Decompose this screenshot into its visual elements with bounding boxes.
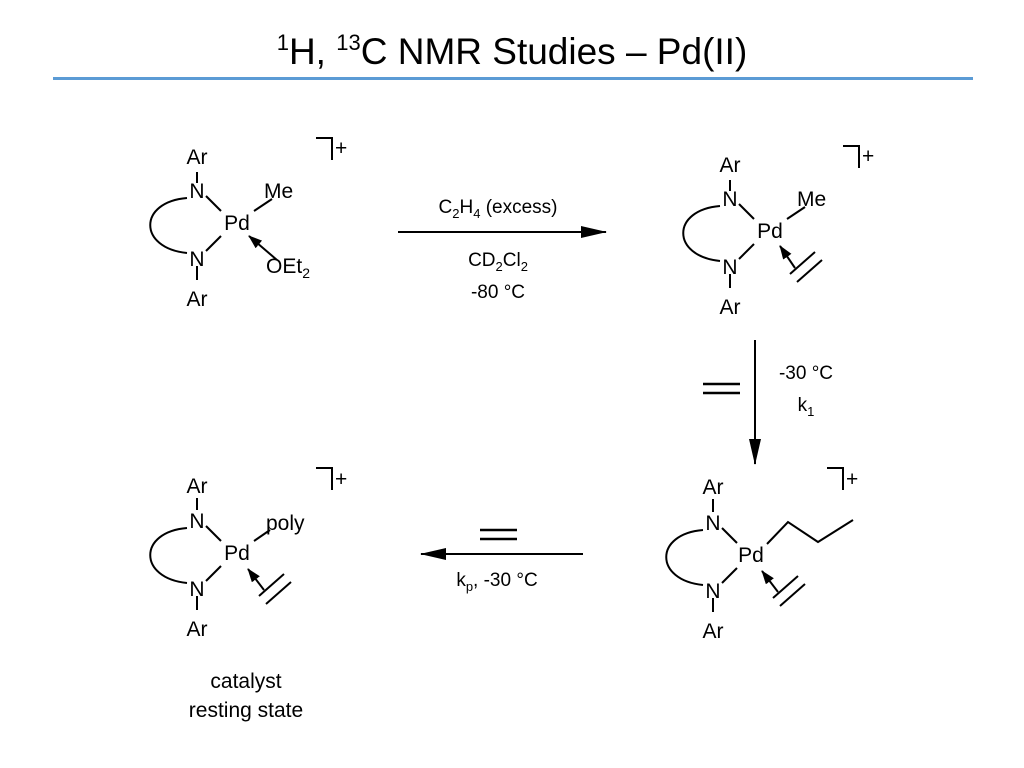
aryl-label: Ar [720,154,741,177]
nitrogen-label: N [722,188,737,211]
aryl-label: Ar [703,476,724,499]
title-underline [53,77,973,80]
cationic-charge: + [335,137,347,160]
title-part-2: C NMR Studies – Pd(II) [360,31,748,72]
nitrogen-label: N [705,580,720,603]
methyl-label: Me [264,180,293,203]
nitrogen-label: N [705,512,720,535]
caption-line-1: catalyst [210,670,281,693]
cationic-charge: + [846,468,858,491]
nitrogen-label: N [189,510,204,533]
title-superscript-13: 13 [336,30,361,55]
cationic-charge: + [862,145,874,168]
aryl-label: Ar [187,475,208,498]
ether-ligand-label: OEt2 [266,255,310,281]
aryl-label: Ar [187,288,208,311]
title-part-1: H, [288,31,337,72]
nitrogen-label: N [189,180,204,203]
caption-line-2: resting state [189,699,303,722]
title-superscript-1: 1 [276,30,289,55]
nitrogen-label: N [189,248,204,271]
aryl-label: Ar [703,620,724,643]
palladium-label: Pd [738,544,764,567]
slide-title: 1H, 13C NMR Studies – Pd(II) [0,30,1024,74]
nitrogen-label: N [722,256,737,279]
polymer-chain-label: poly [266,512,305,535]
solvent-label: CD2Cl2 [468,250,528,274]
complex-propyl-ethylene [665,467,854,612]
arrow-right [703,340,761,465]
nitrogen-label: N [189,578,204,601]
propagation-rate-label: kp, -30 °C [456,570,537,594]
palladium-label: Pd [224,542,250,565]
aryl-label: Ar [720,296,741,319]
complex-methyl-ether [149,137,333,280]
cationic-charge: + [335,468,347,491]
complex-resting-state [149,467,333,610]
aryl-label: Ar [187,618,208,641]
reagent-ethylene-excess: C2H4 (excess) [438,197,557,221]
complex-methyl-ethylene [682,145,860,288]
palladium-label: Pd [757,220,783,243]
methyl-label: Me [797,188,826,211]
rate-constant-k1: k1 [798,395,815,419]
palladium-label: Pd [224,212,250,235]
temperature-label: -80 °C [471,282,525,303]
arrow-bottom [420,528,583,560]
aryl-label: Ar [187,146,208,169]
temperature-label: -30 °C [779,363,833,384]
